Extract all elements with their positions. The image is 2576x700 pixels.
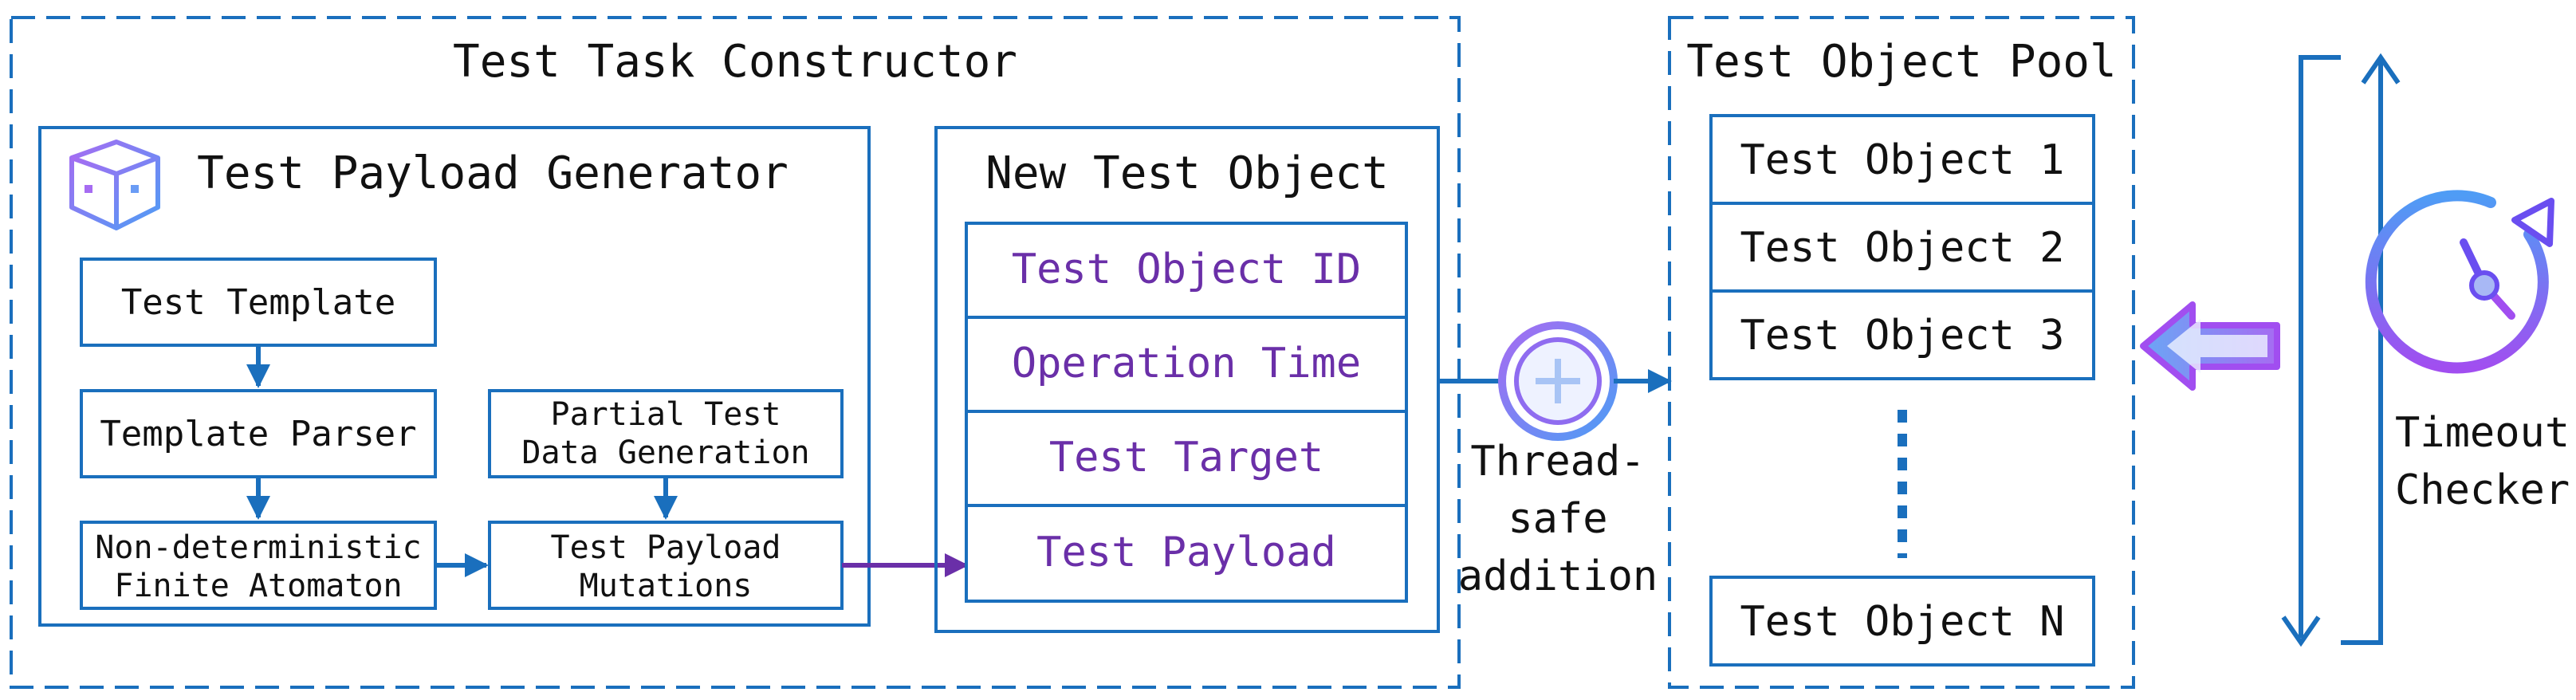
nfa-label-line1: Non-deterministic [95,529,421,566]
test-payload-generator: Test Payload Generator Test Template Tem… [38,126,871,627]
field-operation-time: Operation Time [965,316,1408,413]
test-object-pool: Test Object Pool Test Object 1 Test Obje… [1668,16,2135,689]
field-test-object-id: Test Object ID [965,222,1408,319]
plus-circle-icon [1498,321,1618,441]
pool-item: Test Object 2 [1709,202,2095,293]
test-task-constructor: Test Task Constructor Test Payload Gener… [10,16,1461,689]
up-down-cycle-icon [2281,53,2401,647]
partial-data-generation-box: Partial Test Data Generation [488,389,844,478]
cube-icon [69,140,160,230]
field-test-payload: Test Payload [965,504,1408,603]
pool-item-label: Test Object 3 [1740,312,2065,360]
field-test-target: Test Target [965,410,1408,507]
pool-item-label: Test Object 2 [1740,224,2065,272]
test-template-label: Test Template [121,282,395,323]
field-label: Test Payload [1036,529,1336,576]
mutations-label-line2: Mutations [580,568,753,604]
payload-mutations-box: Test Payload Mutations [488,521,844,610]
pool-item-label: Test Object N [1740,598,2065,646]
thread-safe-addition: Thread- safe addition [1438,321,1672,600]
partial-label-line1: Partial Test [551,396,781,433]
new-object-title: New Test Object [985,147,1389,199]
pool-title: Test Object Pool [1686,36,2116,88]
generator-title: Test Payload Generator [197,147,789,199]
partial-label-line2: Data Generation [521,435,809,471]
addition-label-line1: Thread- [1470,438,1645,486]
mutations-label-line1: Test Payload [551,529,781,566]
template-parser-box: Template Parser [80,389,437,478]
template-parser-label: Template Parser [100,414,416,454]
pool-item: Test Object 1 [1709,114,2095,205]
pool-item-last: Test Object N [1709,576,2095,667]
nfa-box: Non-deterministic Finite Atomaton [80,521,437,610]
test-template-box: Test Template [80,258,437,347]
field-label: Test Target [1049,434,1323,482]
timer-icon [2365,190,2554,374]
addition-label-line3: addition [1458,553,1658,600]
timeout-checker: Timeout Checker [2140,53,2570,647]
field-label: Operation Time [1012,340,1361,387]
nfa-label-line2: Finite Atomaton [114,568,402,604]
field-label: Test Object ID [1012,246,1361,293]
addition-label-line2: safe [1508,495,1607,543]
left-arrow-icon [2140,301,2280,391]
constructor-title: Test Task Constructor [453,36,1017,88]
pool-item-label: Test Object 1 [1740,136,2065,184]
pool-item: Test Object 3 [1709,289,2095,380]
checker-label-line1: Timeout [2395,409,2570,457]
checker-label-line2: Checker [2395,466,2570,514]
new-test-object: New Test Object Test Object ID Operation… [934,126,1440,633]
